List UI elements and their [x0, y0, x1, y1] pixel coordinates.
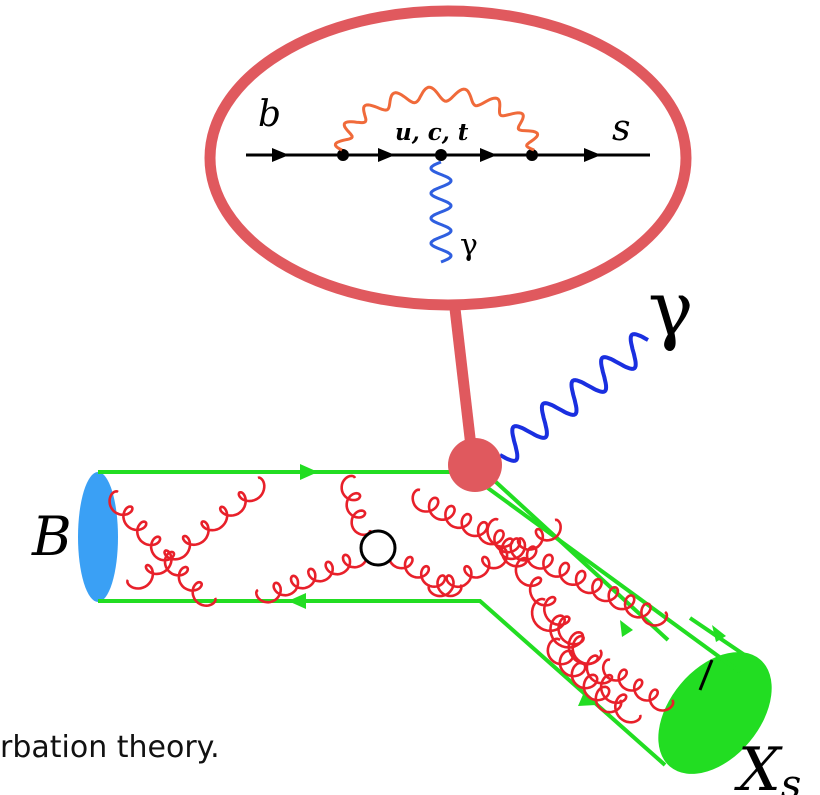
inset-label-s: s [612, 108, 630, 149]
gluon-11 [601, 658, 675, 712]
caption-text: rbation theory. [0, 730, 220, 765]
arrow-xs-c [712, 625, 726, 642]
gluon-8 [486, 517, 642, 724]
arrow-xs-b [578, 690, 596, 706]
inset-photon-line [429, 160, 453, 264]
xs-quark-line-a [468, 473, 742, 674]
inset-w-boson-loop [333, 85, 540, 152]
label-xs-main: X [734, 735, 783, 795]
inset-quark-arrows [272, 148, 601, 162]
short-black-line [698, 659, 714, 691]
gluon-1 [108, 489, 217, 608]
annihilation-vertex [359, 529, 397, 567]
arrow-upper [300, 464, 318, 480]
gluon-3 [340, 474, 372, 537]
gluon-10 [530, 597, 603, 666]
inset-ellipse [204, 5, 692, 311]
quark-lines [98, 470, 754, 767]
inset-label-uct: u, c, t [395, 119, 469, 146]
label-xs-sub: s [781, 762, 802, 795]
inset-label-gamma: γ [460, 228, 478, 263]
xs-final-state-blob [658, 652, 772, 774]
label-gamma-emitted: γ [648, 264, 693, 353]
gluon-lines [108, 474, 675, 724]
inset-vertex-1 [337, 149, 349, 161]
quark-arrows [288, 464, 726, 706]
blob-stick [448, 299, 478, 456]
gluon-9 [546, 637, 623, 714]
inset-vertex-3 [526, 149, 538, 161]
inset-vertices [337, 149, 538, 161]
emitted-photon-line [499, 332, 649, 463]
inset-vertex-2 [435, 149, 447, 161]
label-xs: Xs [734, 735, 801, 795]
gluon-6 [427, 518, 562, 598]
inset-label-b: b [258, 94, 281, 135]
gluon-7 [411, 488, 669, 627]
gluon-2 [126, 476, 266, 590]
gluon-5 [387, 546, 463, 598]
gluon-4 [254, 546, 369, 604]
label-b-meson: B [31, 505, 72, 568]
arrow-lower [288, 593, 306, 609]
effective-vertex-blob [448, 438, 502, 492]
arrow-xs-a [620, 620, 633, 637]
b-meson-blob [78, 472, 118, 602]
